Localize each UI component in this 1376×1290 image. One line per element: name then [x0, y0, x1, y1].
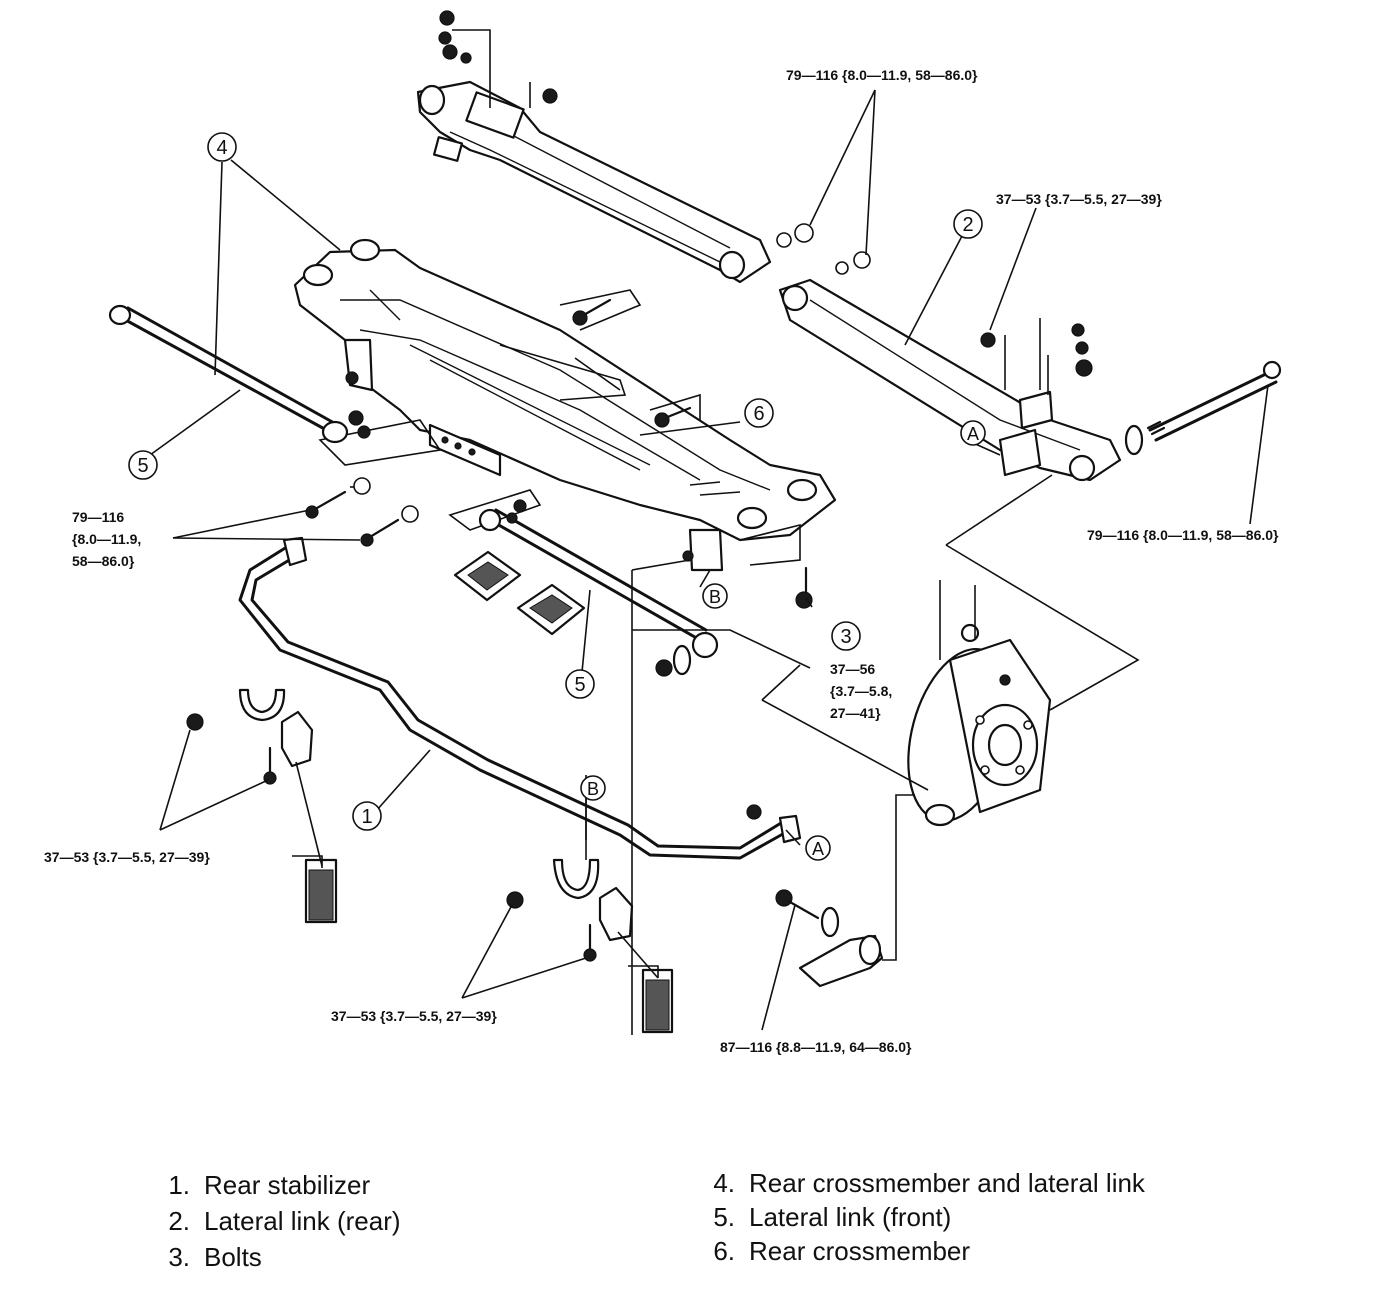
legend-item-1: 1. Rear stabilizer	[150, 1170, 370, 1201]
svg-text:6: 6	[753, 403, 764, 425]
callout-1: 1	[352, 801, 382, 831]
svg-text:5: 5	[137, 455, 148, 477]
legend-label: Lateral link (front)	[749, 1202, 952, 1232]
torque-spec-crossmember-bolt-2: {3.7—5.8,	[830, 683, 892, 699]
legend-num: 3.	[168, 1242, 190, 1272]
svg-text:2: 2	[962, 214, 973, 236]
construction-lines	[574, 357, 1140, 791]
svg-text:4: 4	[216, 137, 227, 159]
callout-A-stabilizer: A	[805, 835, 831, 861]
callout-5-center: 5	[565, 669, 595, 699]
legend-item-4: 4. Rear crossmember and lateral link	[695, 1168, 1145, 1199]
torque-spec-crossmember-bolt-3: 27—41}	[830, 705, 881, 721]
parts-legend: 1.Rear stabilizer 2.Lateral link (rear) …	[0, 1160, 1376, 1280]
rear-stabilizer-bar	[238, 536, 802, 860]
legend-label: Bolts	[204, 1242, 262, 1272]
torque-spec-left-bolts-3: 58—86.0}	[72, 553, 135, 569]
legend-label: Rear stabilizer	[204, 1170, 371, 1200]
svg-text:A: A	[967, 424, 979, 444]
legend-item-2: 2. Lateral link (rear)	[150, 1206, 401, 1237]
callout-3: 3	[831, 621, 861, 651]
legend-num: 4.	[713, 1168, 735, 1198]
torque-spec-knuckle-bolt: 87—116 {8.8—11.9, 64—86.0}	[720, 1039, 912, 1055]
svg-text:3: 3	[840, 626, 851, 648]
upper-arm-bolts	[438, 10, 558, 104]
legend-item-3: 3. Bolts	[150, 1242, 262, 1273]
callout-A-right: A	[960, 420, 986, 446]
torque-spec-left-bolts-2: {8.0—11.9,	[72, 531, 141, 547]
callout-6: 6	[744, 398, 774, 428]
callout-B-crossmember: B	[702, 583, 728, 609]
callout-5-left: 5	[128, 450, 158, 480]
crossmember-bolts	[345, 298, 813, 609]
upper-crossmember-arm	[416, 29, 772, 284]
callout-B-stabilizer: B	[580, 775, 606, 801]
long-bolt-right	[1146, 360, 1282, 442]
lateral-link-front-upper	[108, 304, 371, 444]
torque-spec-left-bolts-1: 79—116	[72, 509, 124, 525]
torque-spec-lateral-bracket: 37—53 {3.7—5.5, 27—39}	[996, 191, 1162, 207]
callout-4: 4	[207, 132, 237, 162]
left-bolt-hardware	[305, 477, 419, 547]
svg-text:5: 5	[574, 674, 585, 696]
legend-label: Rear crossmember	[749, 1236, 971, 1266]
svg-text:A: A	[812, 839, 824, 859]
legend-num: 5.	[713, 1202, 735, 1232]
lateral-link-front-lower	[478, 499, 719, 677]
legend-item-6: 6. Rear crossmember	[695, 1236, 970, 1267]
torque-spec-top-right: 79—116 {8.0—11.9, 58—86.0}	[786, 67, 978, 83]
leader-lines	[149, 89, 1269, 1031]
torque-spec-right-end: 79—116 {8.0—11.9, 58—86.0}	[1087, 527, 1279, 543]
lateral-link-rear	[778, 278, 1144, 482]
torque-spec-left-clamp: 37—53 {3.7—5.5, 27—39}	[44, 849, 210, 865]
crossmember-construction-lines	[318, 289, 801, 566]
torque-spec-center-clamp: 37—53 {3.7—5.5, 27—39}	[331, 1008, 497, 1024]
svg-text:1: 1	[361, 806, 372, 828]
legend-num: 2.	[168, 1206, 190, 1236]
callout-2: 2	[953, 209, 983, 239]
rubber-pads	[453, 550, 586, 636]
legend-num: 6.	[713, 1236, 735, 1266]
legend-item-5: 5. Lateral link (front)	[695, 1202, 951, 1233]
legend-label: Lateral link (rear)	[204, 1206, 401, 1236]
legend-num: 1.	[168, 1170, 190, 1200]
left-clamp-assembly	[186, 688, 338, 924]
torque-spec-crossmember-bolt-1: 37—56	[830, 661, 875, 677]
legend-label: Rear crossmember and lateral link	[749, 1168, 1145, 1198]
wheel-hub-knuckle	[907, 580, 1052, 827]
center-clamp-assembly	[506, 559, 762, 1035]
svg-text:B: B	[587, 779, 599, 799]
knuckle-bolt	[775, 794, 915, 988]
upper-link-nuts	[776, 223, 871, 275]
svg-text:B: B	[709, 587, 721, 607]
